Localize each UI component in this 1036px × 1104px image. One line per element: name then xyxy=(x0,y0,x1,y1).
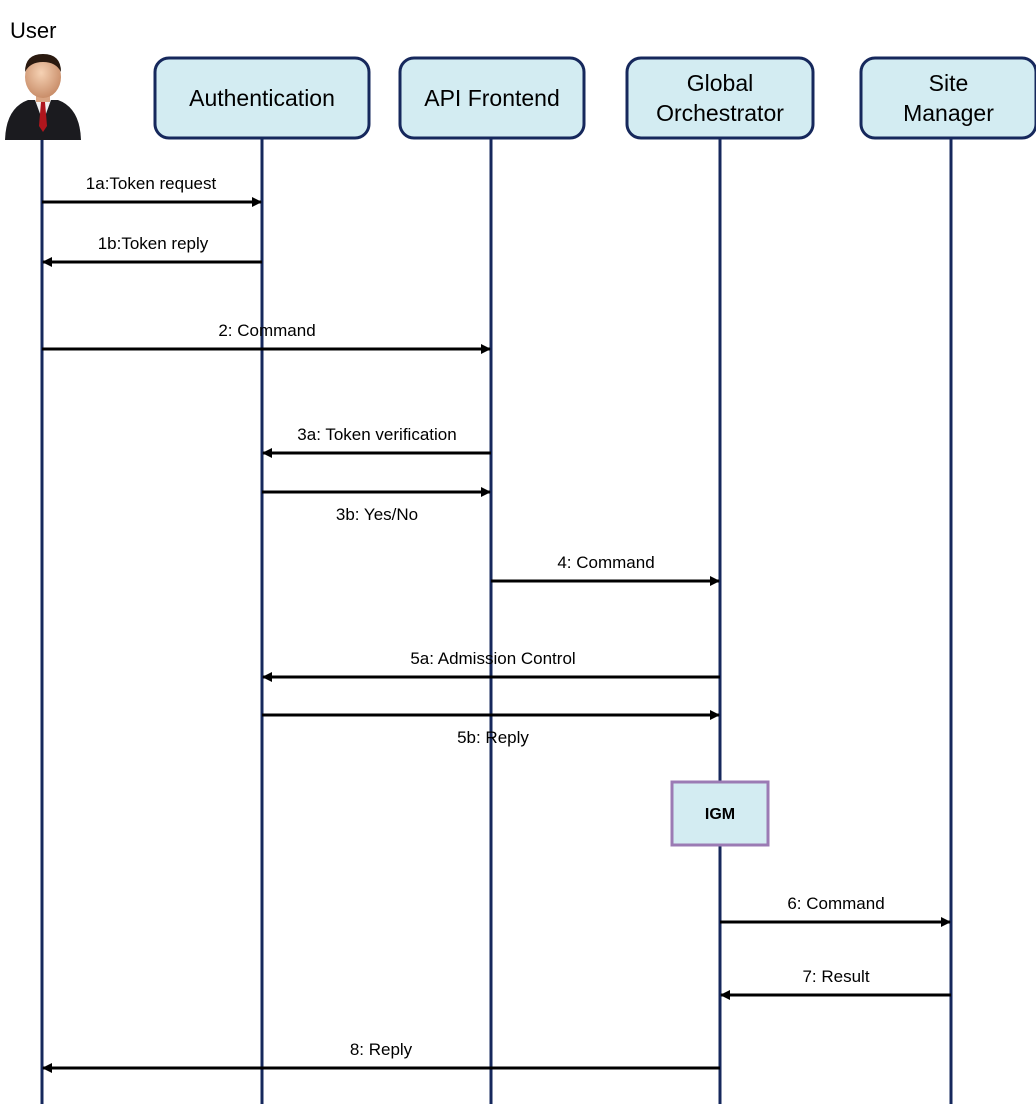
actor-box-label-go: Orchestrator xyxy=(656,100,784,126)
igm-label: IGM xyxy=(705,806,735,823)
user-label: User xyxy=(10,18,56,43)
message-4: 3a: Token verification xyxy=(262,425,491,458)
message-6: 4: Command xyxy=(491,553,720,586)
message-label: 5a: Admission Control xyxy=(410,649,575,668)
actor-box-label-sm: Site xyxy=(929,70,969,96)
message-label: 1b:Token reply xyxy=(98,234,209,253)
message-10: 7: Result xyxy=(720,967,951,1000)
message-9: 6: Command xyxy=(720,894,951,927)
message-label: 3a: Token verification xyxy=(297,425,456,444)
message-label: 2: Command xyxy=(218,321,315,340)
actor-boxes: Authentication API Frontend GlobalOrchestr… xyxy=(153,56,1036,140)
message-5: 3b: Yes/No xyxy=(262,487,491,524)
message-label: 4: Command xyxy=(557,553,654,572)
person-icon xyxy=(5,54,81,140)
user-actor: User xyxy=(5,18,81,140)
actor-box-label-sm: Manager xyxy=(903,100,994,126)
actor-box-auth: Authentication xyxy=(153,56,371,140)
actor-box-label-api: API Frontend xyxy=(424,85,560,111)
message-7: 5a: Admission Control xyxy=(262,649,720,682)
message-label: 6: Command xyxy=(787,894,884,913)
message-label: 1a:Token request xyxy=(86,174,217,193)
message-3: 2: Command xyxy=(42,321,491,354)
message-label: 7: Result xyxy=(802,967,869,986)
messages: 1a:Token request 1b:Token reply 2: Command… xyxy=(42,174,951,1073)
igm-note: IGM xyxy=(670,780,770,847)
message-2: 1b:Token reply xyxy=(42,234,262,267)
actor-box-label-auth: Authentication xyxy=(189,85,335,111)
message-label: 5b: Reply xyxy=(457,728,529,747)
message-8: 5b: Reply xyxy=(262,710,720,747)
actor-box-label-go: Global xyxy=(687,70,753,96)
actor-box-api: API Frontend xyxy=(398,56,586,140)
message-11: 8: Reply xyxy=(42,1040,720,1073)
message-label: 8: Reply xyxy=(350,1040,413,1059)
message-1: 1a:Token request xyxy=(42,174,262,207)
lifelines xyxy=(40,138,953,1104)
message-label: 3b: Yes/No xyxy=(336,505,418,524)
